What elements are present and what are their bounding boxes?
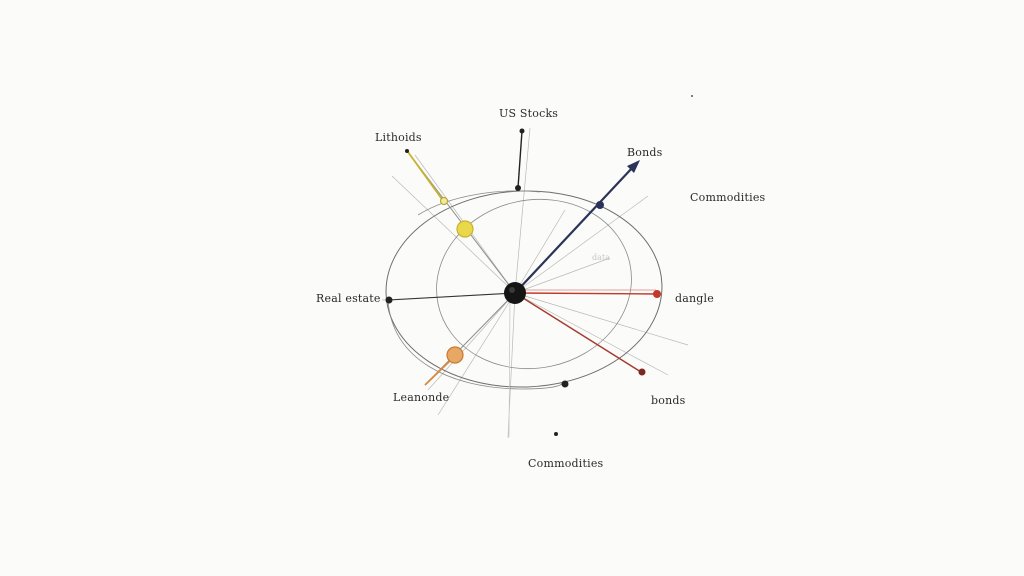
label-us-stocks: US Stocks bbox=[499, 107, 558, 120]
label-commodities-right: Commodities bbox=[690, 191, 766, 204]
spokes bbox=[385, 128, 661, 438]
bonds-bottom-spoke bbox=[514, 292, 642, 373]
label-faint-center: data bbox=[592, 253, 610, 262]
bonds-spoke bbox=[514, 166, 634, 294]
real-estate-node bbox=[385, 296, 393, 304]
hub-highlight bbox=[509, 287, 515, 293]
labels: US Stocks Lithoids Bonds Commodities Rea… bbox=[316, 107, 766, 470]
inner-orbit bbox=[436, 198, 632, 370]
lithoids-small-node bbox=[440, 197, 448, 205]
label-bonds-top: Bonds bbox=[627, 146, 663, 159]
leanonde-node bbox=[446, 346, 464, 364]
lower-arc bbox=[387, 299, 563, 390]
dangle-spoke bbox=[514, 292, 657, 295]
lithoids-accent bbox=[407, 151, 445, 203]
label-leanonde: Leanonde bbox=[393, 391, 449, 404]
dangle-node bbox=[653, 290, 661, 298]
lithoids-tip bbox=[405, 149, 409, 153]
label-lithoids: Lithoids bbox=[375, 131, 422, 144]
label-real-estate: Real estate bbox=[316, 292, 381, 305]
commodities-bottom-tip bbox=[554, 432, 558, 436]
orbit-rings bbox=[385, 190, 663, 390]
upper-arc bbox=[417, 190, 541, 216]
label-bonds-bottom: bonds bbox=[651, 394, 686, 407]
us-stocks-tip bbox=[519, 128, 525, 134]
real-estate-spoke bbox=[388, 292, 516, 301]
us-stocks-node bbox=[515, 185, 521, 191]
stray-dot bbox=[691, 95, 693, 97]
bonds-bottom-node bbox=[638, 368, 646, 376]
hub-node-icon bbox=[504, 282, 526, 304]
arrow-head-icon bbox=[627, 160, 640, 173]
label-dangle: dangle bbox=[675, 292, 714, 305]
us-stocks-spoke bbox=[517, 130, 523, 189]
bonds-node bbox=[596, 201, 604, 209]
lower-node bbox=[561, 380, 569, 388]
lithoids-node bbox=[456, 220, 474, 238]
label-commodities-bottom: Commodities bbox=[528, 457, 604, 470]
bottom-guide bbox=[508, 299, 511, 438]
